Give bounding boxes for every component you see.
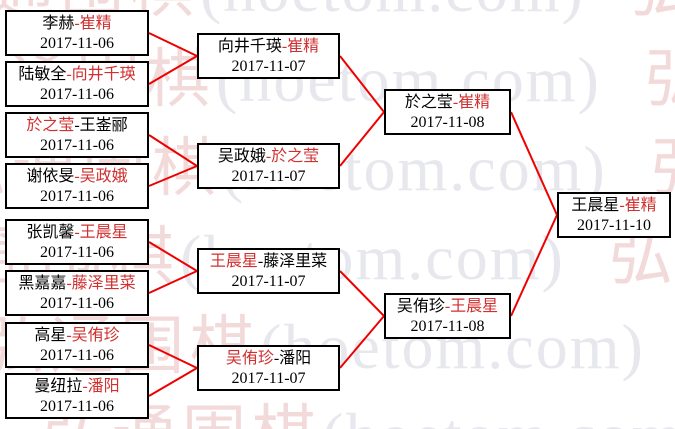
match-date: 2017-11-07: [231, 273, 306, 290]
match-players: 吴侑珍-潘阳: [199, 349, 338, 369]
player1-name: 吴侑珍: [396, 298, 445, 315]
match-players: 高星-吴侑珍: [7, 326, 147, 346]
name-separator: -: [452, 94, 459, 111]
watermark-cjk-text: 弘通围棋: [651, 133, 675, 204]
match-date: 2017-11-07: [231, 370, 306, 387]
name-separator: -: [82, 378, 88, 395]
match-date: 2017-11-06: [39, 244, 115, 261]
player1-name: 曼纽拉: [34, 378, 83, 395]
name-separator: -: [281, 38, 288, 55]
player2-name: 潘阳: [279, 350, 312, 367]
match-date: 2017-11-07: [231, 168, 306, 185]
watermark-latin-text: (hoetom.com): [322, 400, 675, 429]
watermark-latin-text: (hoetom.com): [200, 0, 585, 25]
player2-name: 崔精: [79, 15, 112, 32]
player1-name: 谢依旻: [26, 168, 75, 185]
player2-name: 吴政娥: [79, 168, 128, 185]
match-date: 2017-11-08: [410, 318, 485, 335]
player1-name: 王晨星: [209, 253, 258, 270]
watermark-cjk-text: 弘通围棋: [645, 44, 675, 115]
player2-name: 藤泽里菜: [71, 275, 136, 292]
player1-name: 向井千瑛: [217, 38, 282, 55]
player2-name: 於之莹: [271, 148, 320, 165]
watermark-text: 弘通围棋(hoetom.com)弘通围棋(hoetom.com): [42, 404, 675, 429]
match-players: 王晨星-崔精: [559, 196, 669, 216]
match-players: 王晨星-藤泽里菜: [199, 252, 338, 272]
match-players: 於之莹-王崟郦: [7, 116, 147, 136]
match-date: 2017-11-06: [39, 137, 115, 154]
player2-name: 崔精: [458, 94, 491, 111]
match-date: 2017-11-06: [39, 295, 115, 312]
player2-name: 潘阳: [87, 378, 120, 395]
player2-name: 藤泽里菜: [263, 253, 328, 270]
match-players: 吴侑珍-王晨星: [386, 297, 509, 317]
name-separator: -: [257, 253, 264, 270]
name-separator: -: [66, 327, 72, 344]
name-separator: -: [74, 168, 80, 185]
match-players: 张凯馨-王晨星: [7, 223, 147, 243]
name-separator: -: [74, 224, 80, 241]
watermark-cjk-text: 弘通围棋: [629, 0, 675, 25]
player2-name: 王崟郦: [79, 117, 128, 134]
name-separator: -: [74, 15, 80, 32]
match-players: 李赫-崔精: [7, 14, 147, 34]
match-date: 2017-11-06: [39, 35, 115, 52]
player1-name: 陆敏全: [18, 66, 67, 83]
player1-name: 张凯馨: [26, 224, 75, 241]
player2-name: 崔精: [624, 197, 657, 214]
match-players: 向井千瑛-崔精: [199, 37, 338, 57]
match-date: 2017-11-06: [39, 398, 115, 415]
match-date: 2017-11-06: [39, 86, 115, 103]
player2-name: 向井千瑛: [71, 66, 136, 83]
player1-name: 吴侑珍: [225, 350, 274, 367]
name-separator: -: [74, 117, 80, 134]
match-players: 黑嘉嘉-藤泽里菜: [7, 274, 147, 294]
match-players: 吴政娥-於之莹: [199, 147, 338, 167]
name-separator: -: [619, 197, 625, 214]
match-date: 2017-11-07: [231, 58, 306, 75]
player2-name: 吴侑珍: [71, 327, 120, 344]
name-separator: -: [273, 350, 280, 367]
match-date: 2017-11-06: [39, 347, 115, 364]
player1-name: 於之莹: [404, 94, 453, 111]
player2-name: 崔精: [287, 38, 320, 55]
player1-name: 王晨星: [571, 197, 620, 214]
player1-name: 李赫: [42, 15, 75, 32]
name-separator: -: [66, 66, 72, 83]
match-date: 2017-11-06: [39, 188, 115, 205]
name-separator: -: [444, 298, 451, 315]
match-date: 2017-11-08: [410, 114, 485, 131]
player2-name: 王晨星: [450, 298, 499, 315]
player1-name: 高星: [34, 327, 67, 344]
player1-name: 黑嘉嘉: [18, 275, 67, 292]
match-players: 谢依旻-吴政娥: [7, 167, 147, 187]
name-separator: -: [265, 148, 272, 165]
match-players: 於之莹-崔精: [386, 93, 509, 113]
match-players: 陆敏全-向井千瑛: [7, 65, 147, 85]
player1-name: 吴政娥: [217, 148, 266, 165]
name-separator: -: [66, 275, 72, 292]
match-players: 曼纽拉-潘阳: [7, 377, 147, 397]
player2-name: 王晨星: [79, 224, 128, 241]
player1-name: 於之莹: [26, 117, 75, 134]
match-date: 2017-11-10: [576, 217, 652, 234]
